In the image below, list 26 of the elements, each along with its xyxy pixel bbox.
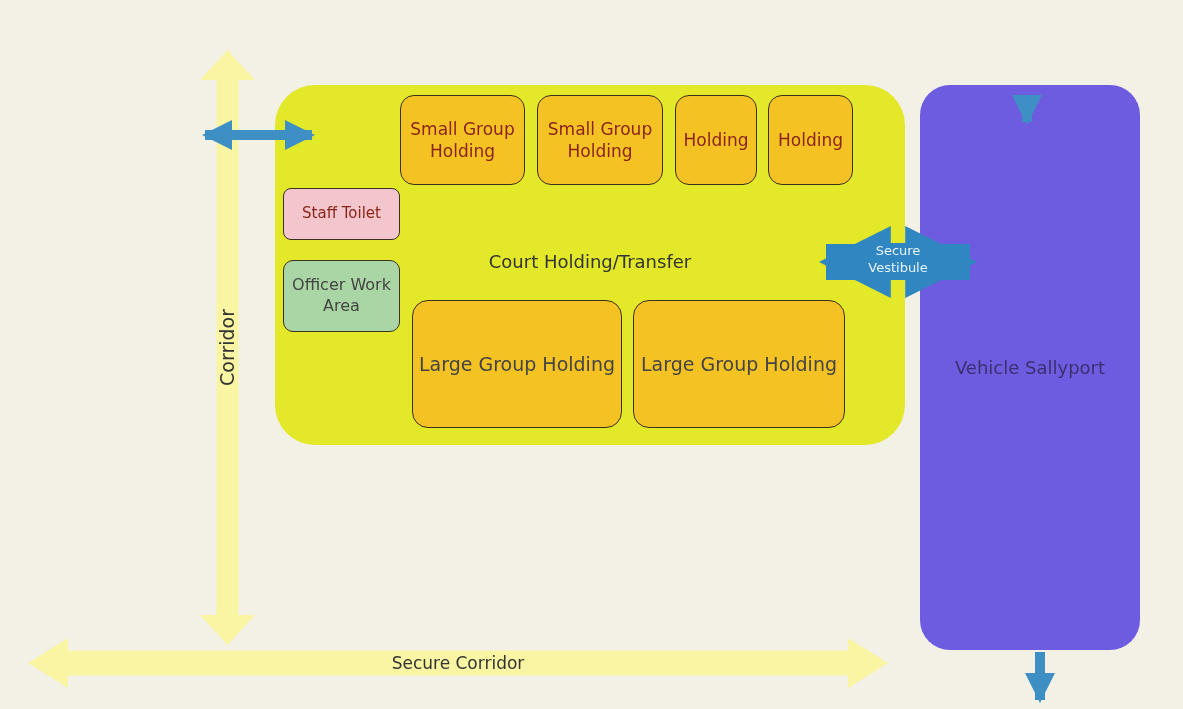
double-arrow xyxy=(202,120,315,150)
area-title: Court Holding/Transfer xyxy=(487,250,693,274)
room-label: Holding xyxy=(682,128,750,152)
room-label: Vehicle Sallyport xyxy=(953,355,1107,380)
room-box xyxy=(412,300,622,428)
room-box xyxy=(283,260,400,332)
room-label: Holding xyxy=(777,128,844,152)
double-arrow xyxy=(818,226,978,298)
room-label: Small Group Holding xyxy=(546,117,654,163)
room-label: Large Group Holding xyxy=(418,351,616,377)
room-label: Large Group Holding xyxy=(640,351,838,377)
room-box xyxy=(675,95,757,185)
arrow xyxy=(1012,95,1042,125)
room-label: Small Group Holding xyxy=(409,117,516,163)
room-box xyxy=(537,95,663,185)
room-box xyxy=(400,95,525,185)
arrow xyxy=(1025,652,1055,703)
room-box xyxy=(633,300,845,428)
secure-corridor-label: Secure Corridor xyxy=(391,651,525,675)
corridor-band xyxy=(200,50,255,645)
room-label: Staff Toilet xyxy=(301,204,382,224)
room-box xyxy=(768,95,853,185)
room-label: Officer Work Area xyxy=(291,275,392,317)
corridor-label: Corridor xyxy=(215,309,240,386)
room-box xyxy=(283,188,400,240)
secure-corridor-band xyxy=(28,638,888,688)
